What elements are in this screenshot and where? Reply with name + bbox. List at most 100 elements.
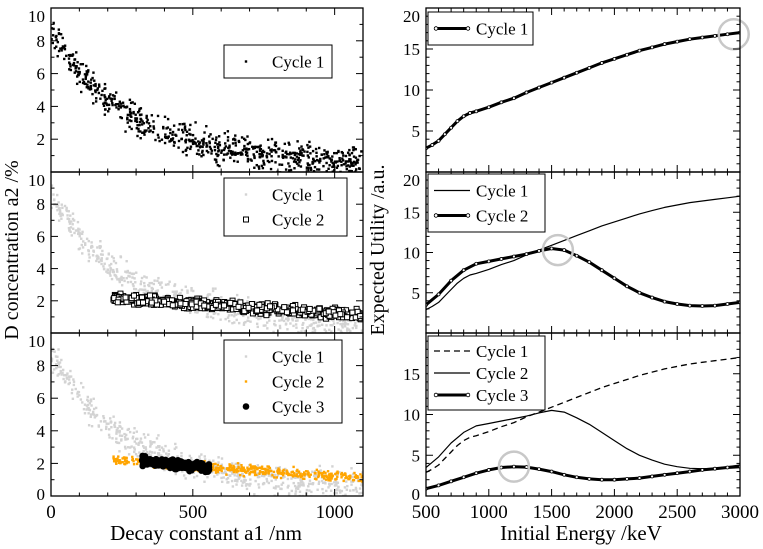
- scatter-point: [163, 141, 167, 145]
- scatter-point: [136, 134, 139, 138]
- scatter-point: [245, 483, 248, 486]
- scatter-point: [320, 479, 324, 483]
- scatter-point: [226, 476, 230, 480]
- scatter-point: [351, 472, 355, 476]
- scatter-point: [116, 270, 119, 273]
- scatter-point: [132, 459, 135, 463]
- scatter-point: [273, 319, 276, 323]
- scatter-point: [348, 153, 351, 156]
- scatter-point: [103, 113, 107, 116]
- scatter-point: [106, 268, 110, 272]
- line-point: [562, 75, 567, 80]
- scatter-point: [255, 163, 258, 167]
- scatter-point: [329, 472, 333, 476]
- scatter-point: [89, 87, 93, 91]
- scatter-point: [351, 480, 355, 483]
- scatter-point: [108, 107, 111, 111]
- scatter-point: [220, 149, 223, 152]
- scatter-point: [110, 255, 114, 258]
- x-tick-label: 1000: [470, 502, 508, 523]
- scatter-point: [318, 324, 321, 327]
- scatter-point: [336, 321, 339, 325]
- scatter-point: [86, 83, 89, 86]
- scatter-point: [222, 476, 225, 479]
- scatter-point: [285, 156, 288, 159]
- scatter-point: [194, 141, 197, 145]
- scatter-point: [236, 474, 239, 478]
- scatter-point: [215, 465, 218, 468]
- legend-label: Cycle 3: [272, 398, 324, 417]
- scatter-point: [309, 473, 312, 476]
- y-tick-label: 8: [37, 195, 46, 214]
- scatter-point: [277, 155, 280, 158]
- scatter-point: [244, 153, 248, 156]
- scatter-point: [331, 324, 334, 327]
- scatter-point: [103, 82, 107, 86]
- scatter-point: [307, 168, 310, 172]
- scatter-point: [128, 125, 131, 129]
- scatter-point: [260, 465, 264, 468]
- scatter-point: [119, 106, 123, 109]
- line-point: [637, 476, 642, 480]
- scatter-point: [156, 279, 159, 283]
- scatter-point: [188, 138, 191, 141]
- scatter-point: [311, 330, 314, 333]
- scatter-point: [173, 284, 176, 288]
- scatter-point: [228, 464, 231, 467]
- scatter-point: [122, 104, 125, 107]
- scatter-point: [51, 349, 54, 353]
- scatter-point: [142, 433, 146, 436]
- scatter-point: [284, 323, 288, 326]
- scatter-point: [140, 118, 143, 122]
- scatter-point: [229, 150, 233, 153]
- scatter-point: [274, 324, 277, 327]
- scatter-point: [134, 113, 137, 116]
- scatter-point: [345, 168, 348, 171]
- scatter-point: [124, 433, 128, 437]
- scatter-point: [89, 413, 93, 416]
- scatter-point: [338, 471, 341, 474]
- legend-label: Cycle 1: [272, 53, 324, 72]
- scatter-point: [351, 146, 355, 149]
- scatter-point: [67, 227, 71, 230]
- scatter-point: [72, 380, 76, 383]
- line-point: [549, 469, 554, 474]
- scatter-point: [91, 410, 95, 414]
- scatter-point: [235, 318, 238, 322]
- scatter-point: [262, 150, 266, 154]
- scatter-point: [162, 450, 165, 453]
- scatter-point: [233, 312, 236, 316]
- highlight-circle: [497, 450, 531, 483]
- scatter-point: [77, 231, 80, 234]
- scatter-point: [213, 158, 217, 161]
- scatter-point: [228, 474, 231, 477]
- scatter-point: [137, 109, 141, 113]
- scatter-point: [115, 106, 118, 109]
- scatter-point: [68, 229, 71, 232]
- line-point: [524, 90, 529, 95]
- scatter-point: [160, 138, 164, 141]
- scatter-point: [299, 472, 302, 475]
- scatter-point: [230, 468, 234, 472]
- scatter-point: [237, 477, 240, 480]
- line-point: [512, 254, 516, 259]
- scatter-point: [269, 167, 273, 171]
- scatter-point: [229, 151, 233, 154]
- scatter-point: [87, 424, 91, 427]
- scatter-point: [112, 257, 115, 260]
- scatter-point: [118, 424, 121, 428]
- line-point: [499, 465, 504, 470]
- scatter-point: [78, 394, 81, 397]
- scatter-point: [259, 147, 263, 151]
- scatter-point: [143, 288, 147, 291]
- scatter-point: [177, 139, 181, 143]
- line-point: [574, 253, 579, 258]
- scatter-point: [71, 388, 74, 391]
- scatter-point: [332, 319, 335, 322]
- scatter-point: [328, 157, 332, 160]
- scatter-point: [61, 36, 64, 40]
- scatter-point: [200, 453, 203, 456]
- scatter-point: [118, 421, 122, 424]
- scatter-point: [76, 75, 79, 78]
- scatter-point: [130, 272, 133, 275]
